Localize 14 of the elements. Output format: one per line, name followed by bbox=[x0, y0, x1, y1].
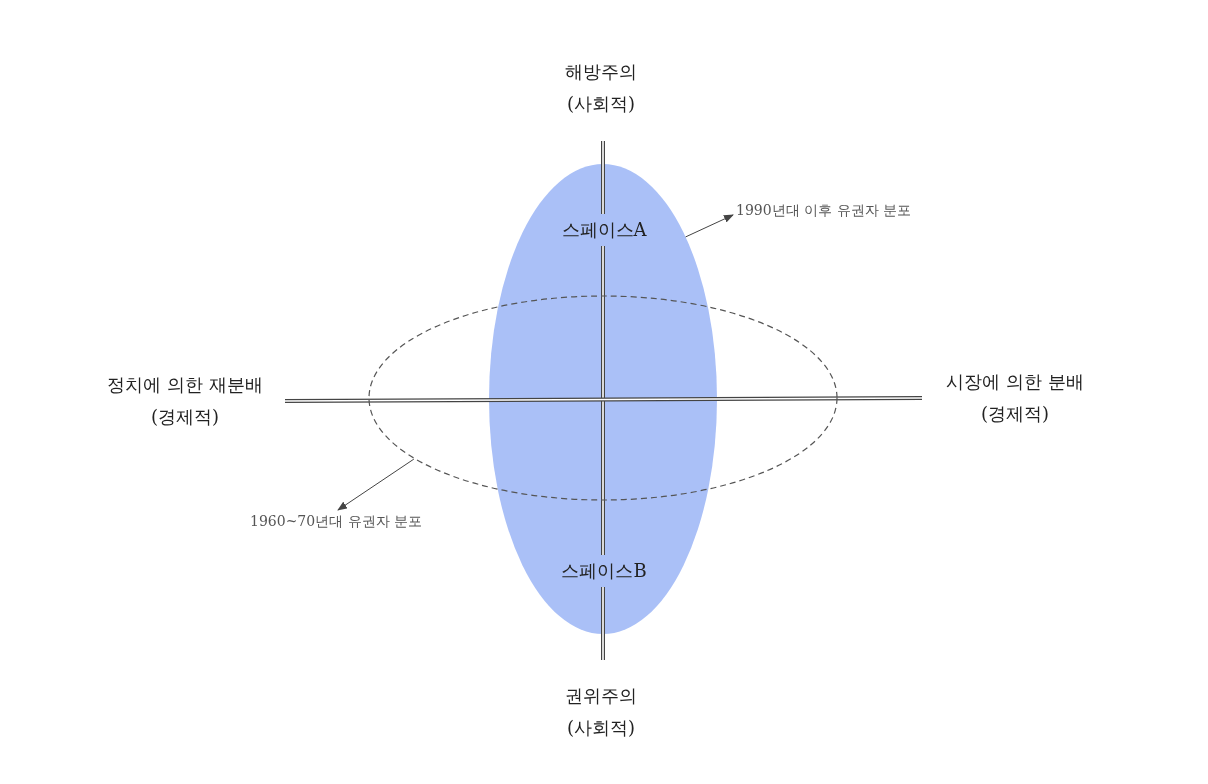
space-label: 스페이스A bbox=[561, 218, 647, 242]
arrow bbox=[337, 458, 415, 511]
axis-label: (경제적) bbox=[151, 405, 219, 429]
axis-label: 정치에 의한 재분배 bbox=[107, 373, 263, 397]
axis-label: (경제적) bbox=[981, 402, 1049, 426]
arrow bbox=[685, 214, 734, 238]
axis-label: 권위주의 bbox=[565, 684, 637, 708]
axis-label: 시장에 의한 분배 bbox=[946, 370, 1084, 394]
axis-label: (사회적) bbox=[567, 92, 635, 116]
axis-label: 해방주의 bbox=[565, 60, 637, 84]
space-label: 스페이스B bbox=[561, 559, 647, 583]
axis-label: (사회적) bbox=[567, 716, 635, 740]
distribution-label: 1960~70년대 유권자 분포 bbox=[250, 513, 423, 531]
distribution-label: 1990년대 이후 유권자 분포 bbox=[736, 202, 911, 220]
